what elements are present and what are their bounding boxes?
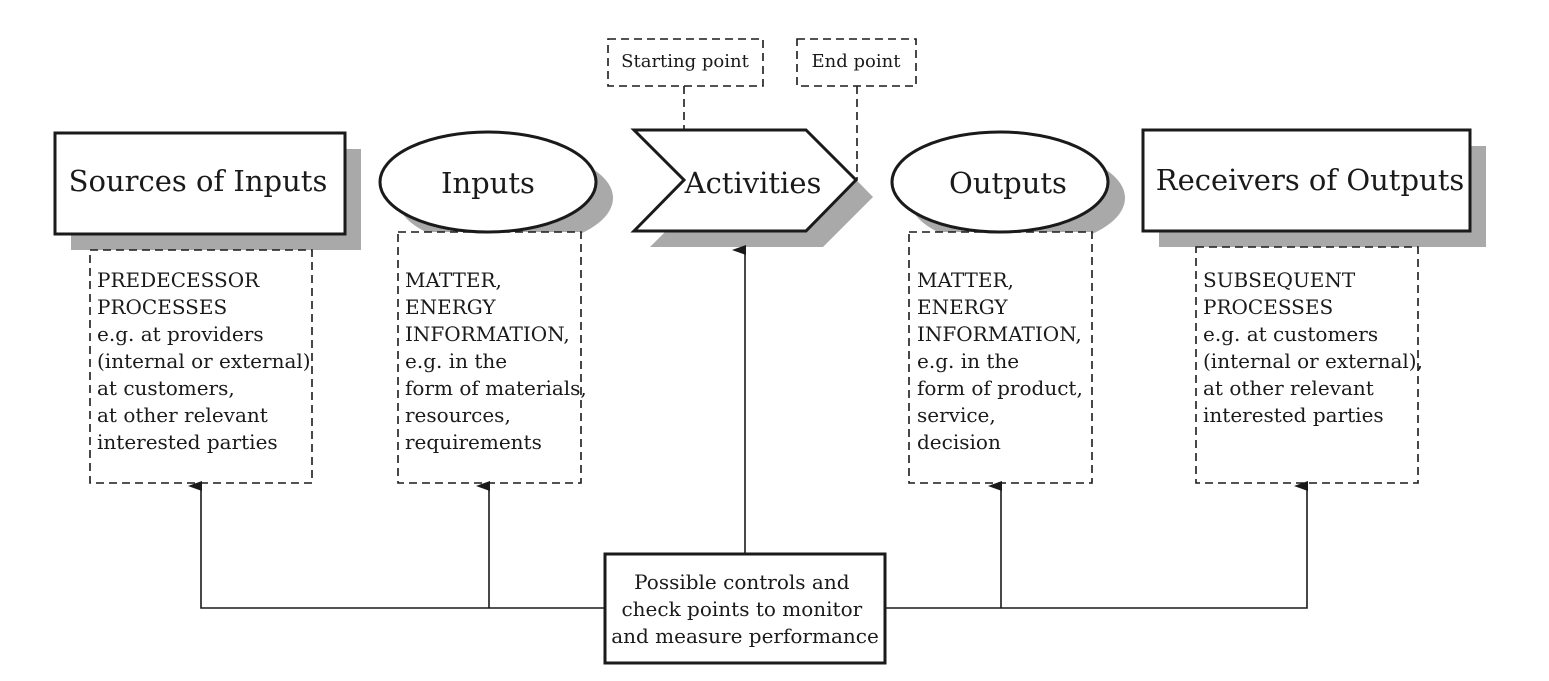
inputs-detail-line: requirements [405, 430, 542, 454]
receivers-detail-box [1195, 246, 1419, 484]
inputs-detail-line: e.g. in the [405, 349, 507, 373]
receivers-of-outputs-label: Receivers of Outputs [1156, 163, 1464, 197]
receivers-detail-line: SUBSEQUENT [1203, 268, 1356, 292]
outputs-detail-line: INFORMATION, [917, 322, 1082, 346]
starting-point-label-box [607, 38, 764, 87]
controls-line: Possible controls and [634, 570, 850, 594]
activities-chevron [630, 128, 859, 233]
sources-detail-line: at other relevant [97, 403, 268, 427]
inputs-label: Inputs [441, 166, 535, 200]
outputs-detail-line: form of product, [917, 376, 1083, 400]
outputs-detail-line: decision [917, 430, 1001, 454]
activities-label: Activities [684, 166, 822, 200]
receivers-detail-line: PROCESSES [1203, 295, 1333, 319]
inputs-detail-line: form of materials, [405, 376, 587, 400]
inputs-detail-line: ENERGY [405, 295, 496, 319]
sources-detail-line: e.g. at providers [97, 322, 264, 346]
controls-box [603, 552, 887, 665]
sources-detail-line: interested parties [97, 430, 278, 454]
outputs-detail-line: e.g. in the [917, 349, 1019, 373]
inputs-detail-text: MATTER, ENERGY INFORMATION, e.g. in the … [405, 268, 593, 454]
end-point-label: End point [812, 51, 902, 72]
sources-detail-line: (internal or external) [97, 349, 311, 373]
sources-detail-line: PREDECESSOR [97, 268, 260, 292]
receivers-detail-text: SUBSEQUENT PROCESSES e.g. at customers (… [1203, 268, 1429, 427]
end-point-label-box [796, 38, 917, 87]
controls-line: and measure performance [611, 624, 879, 648]
sources-detail-line: at customers, [97, 376, 235, 400]
starting-point-label: Starting point [621, 51, 749, 72]
controls-connector-right [885, 481, 1308, 609]
sources-of-inputs-label: Sources of Inputs [69, 164, 328, 198]
inputs-detail-line: MATTER, [405, 268, 502, 292]
outputs-ellipse [890, 130, 1110, 234]
receivers-detail-line: at other relevant [1203, 376, 1374, 400]
controls-connector-left [188, 481, 605, 609]
receivers-of-outputs-box [1141, 128, 1472, 233]
outputs-label: Outputs [949, 166, 1067, 200]
outputs-detail-line: ENERGY [917, 295, 1008, 319]
sources-of-inputs-box [53, 131, 347, 236]
outputs-detail-line: MATTER, [917, 268, 1014, 292]
receivers-detail-line: e.g. at customers [1203, 322, 1378, 346]
sources-detail-box [89, 249, 313, 484]
inputs-detail-line: resources, [405, 403, 511, 427]
inputs-detail-line: INFORMATION, [405, 322, 570, 346]
controls-line: check points to monitor [621, 597, 862, 621]
receivers-detail-line: (internal or external), [1203, 349, 1423, 373]
sources-detail-line: PROCESSES [97, 295, 227, 319]
controls-text: Possible controls and check points to mo… [611, 570, 879, 648]
outputs-detail-line: service, [917, 403, 996, 427]
outputs-detail-text: MATTER, ENERGY INFORMATION, e.g. in the … [917, 268, 1089, 454]
sources-detail-text: PREDECESSOR PROCESSES e.g. at providers … [97, 268, 317, 454]
receivers-detail-line: interested parties [1203, 403, 1384, 427]
inputs-ellipse [378, 130, 598, 234]
inputs-detail-box [397, 231, 582, 484]
